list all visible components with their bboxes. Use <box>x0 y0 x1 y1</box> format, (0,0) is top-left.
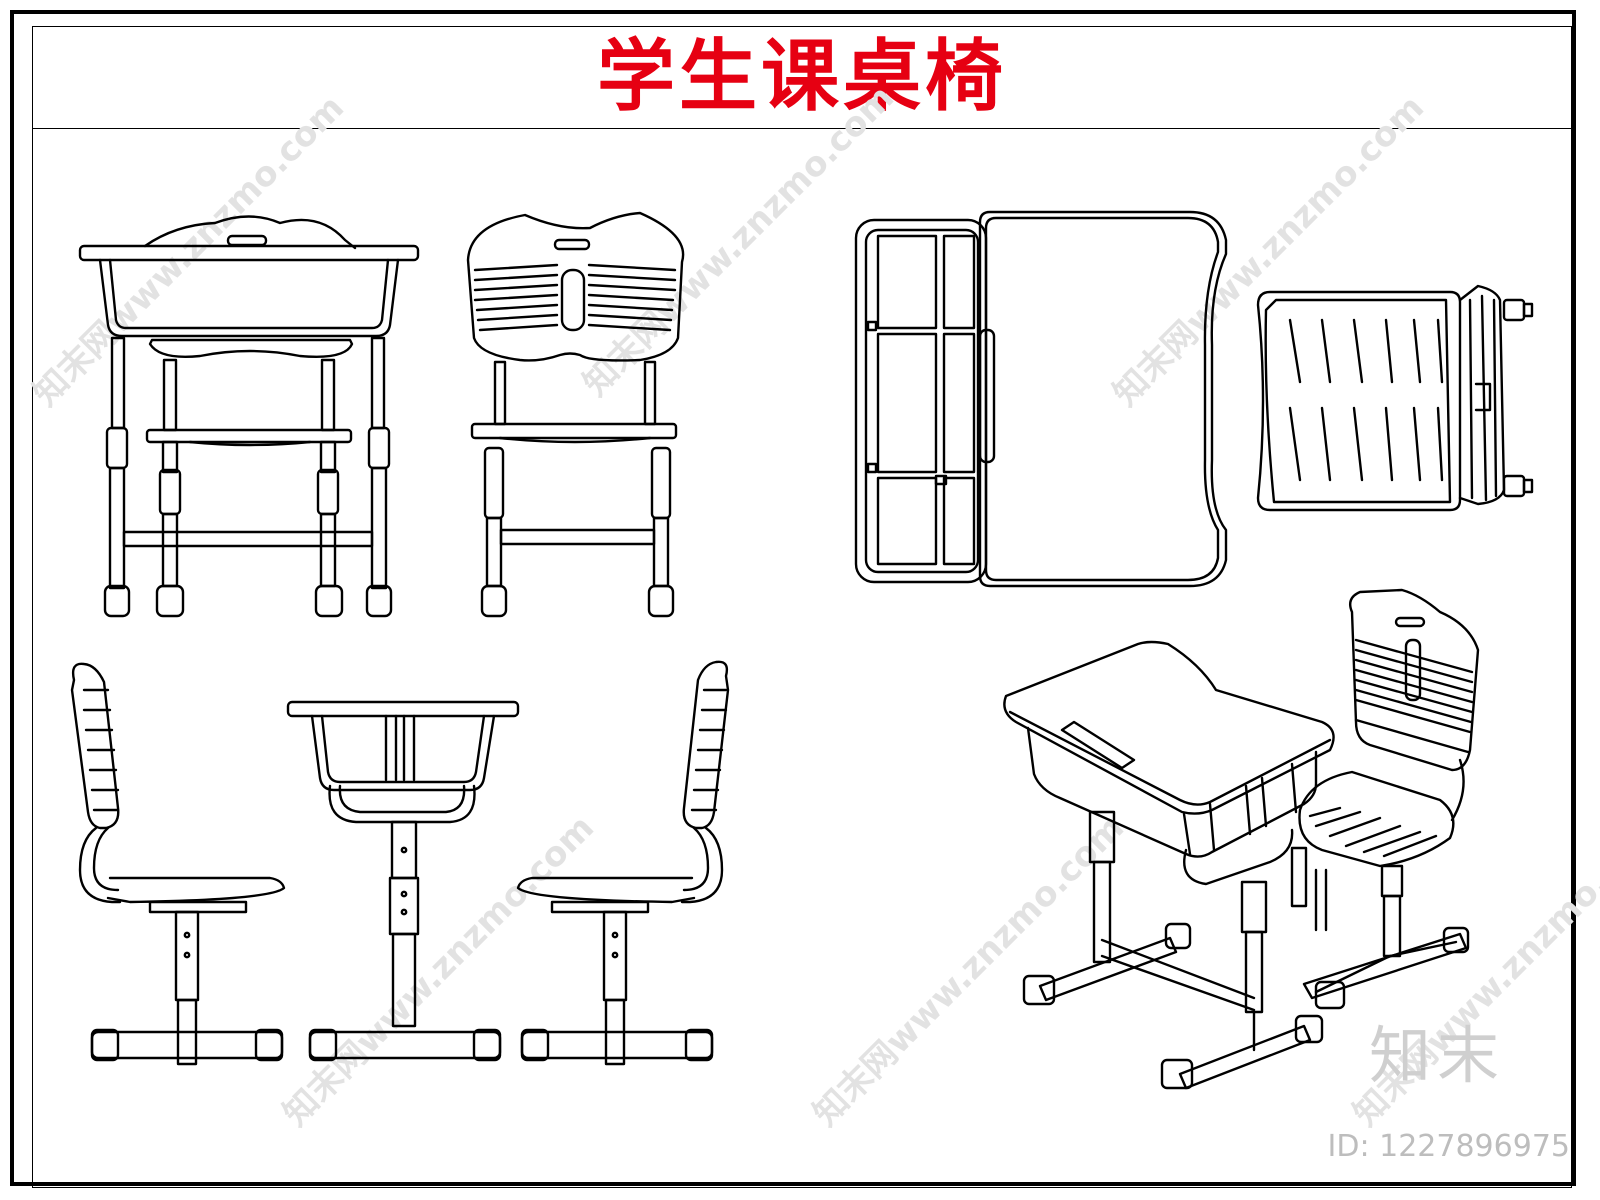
desk-top-plan <box>854 210 1228 588</box>
drawing-frame-inner <box>32 26 1572 1188</box>
watermark-logo: 知末 <box>1368 1019 1505 1092</box>
isometric-desk-and-chair <box>1003 588 1480 1090</box>
watermark-id: ID: 1227896975 <box>1327 1129 1570 1164</box>
chair-side-view-right <box>516 660 730 1066</box>
front-view-desk-and-chair <box>78 215 420 618</box>
page-title: 学生课桌椅 <box>596 31 1007 122</box>
drawing-frame-outer <box>10 10 1576 1186</box>
chair-side-view-left <box>70 662 286 1066</box>
chair-top-plan <box>1256 284 1534 512</box>
chair-front-view <box>466 211 685 618</box>
desk-side-view <box>286 700 520 1062</box>
title-block: 学生课桌椅 <box>32 26 1572 129</box>
